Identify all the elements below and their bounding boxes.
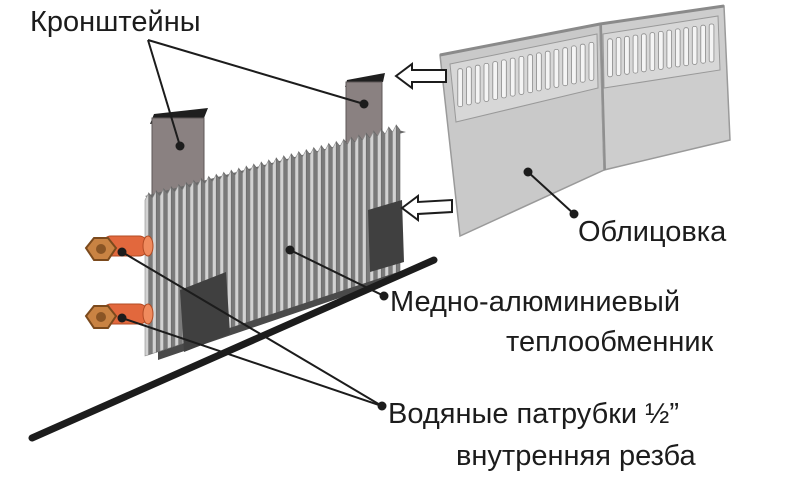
fin-face [174,184,180,347]
fin-face [279,155,285,312]
fin-shadow [298,150,303,306]
label-pipes-line1: Водяные патрубки ½” [388,398,680,430]
grille-slot [588,42,595,81]
grille-slot [509,57,516,97]
fin-shadow [253,163,258,321]
fin-face [354,135,360,288]
fin-face [144,192,150,357]
fin-shadow [328,142,333,296]
fin-shadow [275,157,281,314]
fin-face [249,164,255,322]
fin-shadow [320,144,326,299]
grille-slot [624,35,630,75]
fin-face [272,157,277,315]
label-exchanger-line2: теплообменник [506,326,714,358]
pad-back [368,200,404,272]
grille-slot [691,25,698,65]
label-exchanger-line1: Медно-алюминиевый [390,286,681,318]
fin-face [287,153,292,310]
grille-slot [518,56,525,95]
fin-shadow [268,159,273,316]
arrow-icon [400,194,453,222]
fin-shadow [170,185,176,348]
label-brackets: Кронштейны [30,6,201,38]
grille-slot [544,50,551,90]
grille-slot [579,43,586,83]
grille-slot [649,32,656,71]
grille-slot [666,29,673,69]
grille-slot [474,64,481,104]
fin-shadow [245,165,251,324]
grille-slot [483,63,490,102]
fin-shadow [290,152,296,309]
fin-face [242,166,247,325]
cover-panel [439,4,731,238]
grille-slot [683,27,689,67]
fin-shadow [238,167,243,326]
fin-face [264,159,270,317]
grille-slot [571,45,577,85]
fin-face [159,188,165,352]
label-pipes-line2: внутренняя резба [456,440,696,472]
fin-face [324,143,330,298]
fin-face [339,139,345,293]
pad-front [180,272,230,352]
pipe-bottom [84,303,154,329]
fin-shadow [230,169,236,329]
grille-slot [562,47,568,87]
grille-slot [536,52,542,92]
fin-shadow [178,183,183,346]
fin-shadow [343,138,348,291]
grille-slot [708,23,715,63]
fin-face [362,133,367,285]
grille-slot [527,54,533,94]
grille-slot [457,68,463,108]
fin-face [294,151,300,308]
fin-face [317,145,322,300]
cover-grille [457,23,715,108]
grille-slot [675,28,681,68]
fin-shadow [260,161,266,319]
fin-shadow [163,187,168,351]
grille-slot [641,33,647,73]
fin-shadow [148,192,153,356]
fin-face [302,149,307,305]
heat-exchanger [144,124,406,360]
grille-slot [615,37,622,76]
arrow-icon [394,62,447,90]
fin-shadow [335,140,341,294]
fin-face [347,137,352,290]
fin-shadow [313,146,318,301]
grille-slot [607,38,613,78]
fin-face [309,147,315,303]
fin-shadow [358,134,363,287]
fin-face [257,161,262,320]
grille-slot [466,66,472,106]
fin-shadow [305,148,311,304]
grille-slot [501,59,507,99]
grille-slot [658,30,664,70]
leader-lines [121,39,575,407]
mounting-rail [28,256,438,442]
grille-slot [700,24,706,64]
label-cover: Облицовка [578,216,727,248]
fin-shadow [283,155,288,311]
fin-shadow [350,136,356,289]
pipe-top [84,235,154,261]
leader-dots [117,99,579,411]
fin-face [167,186,172,350]
grille-slot [492,61,498,100]
grille-slot [553,49,560,88]
fin-face [234,168,240,327]
grille-slot [632,34,639,74]
fin-shadow [365,132,371,284]
